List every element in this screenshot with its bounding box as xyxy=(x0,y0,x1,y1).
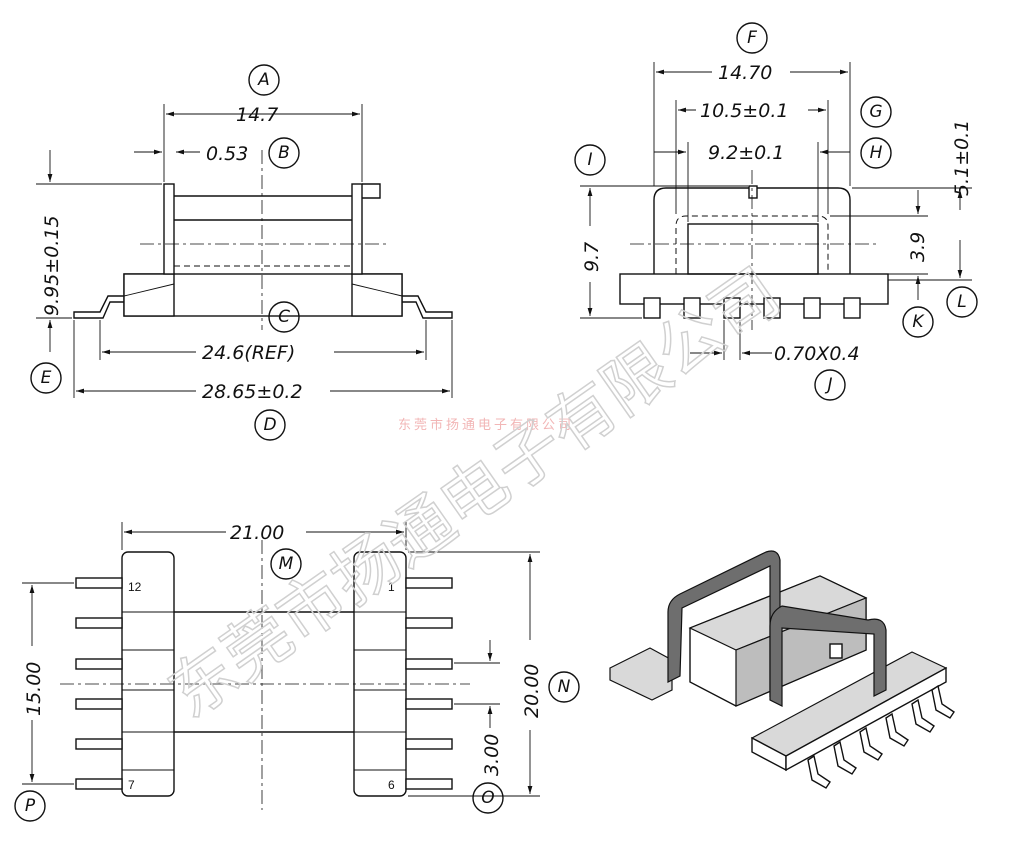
front-pin-left xyxy=(73,295,124,319)
dim-h-tag: H xyxy=(870,143,883,163)
dim-l-tag: L xyxy=(957,292,966,312)
dim-i-tag: I xyxy=(587,150,592,170)
dim-p-tag: P xyxy=(25,796,36,816)
isometric-view xyxy=(609,550,955,789)
dim-9-7-value: 9.7 xyxy=(581,242,603,272)
dim-b-tag: B xyxy=(278,143,290,163)
iso-pins xyxy=(807,684,955,789)
dim-d-tag: D xyxy=(263,415,276,435)
dim-g-value: 10.5±0.1 xyxy=(700,100,788,122)
front-flange-left xyxy=(163,183,175,275)
dim-e-value: 9.95±0.15 xyxy=(41,215,63,316)
dim-j-value: 0.70X0.4 xyxy=(774,343,860,365)
dim-n-value: 20.00 xyxy=(521,664,543,718)
dim-o-tag: O xyxy=(481,788,494,808)
bottom-column-left xyxy=(121,551,175,797)
front-flange-right xyxy=(351,183,363,275)
dim-h-value: 9.2±0.1 xyxy=(708,142,784,164)
pin-label-12: 12 xyxy=(128,580,142,594)
pin-label-1: 1 xyxy=(388,580,395,594)
dim-3-9-value: 3.9 xyxy=(907,232,929,262)
front-foot-right xyxy=(351,273,403,317)
dim-k-tag: K xyxy=(912,312,925,332)
pin-label-6: 6 xyxy=(388,778,395,792)
front-foot-left xyxy=(123,273,175,317)
dim-f-value: 14.70 xyxy=(718,62,772,84)
dim-c-value: 24.6(REF) xyxy=(202,342,295,364)
dim-n-tag: N xyxy=(558,677,571,697)
dim-m-value: 21.00 xyxy=(230,522,284,544)
dim-a-value: 14.7 xyxy=(236,104,278,126)
side-view: 14.70 F 10.5±0.1 G 9.2±0.1 H I 9.7 3.9 xyxy=(574,22,978,401)
dim-5-1-value: 5.1±0.1 xyxy=(951,120,973,196)
front-pin-right xyxy=(402,295,453,319)
dim-o-value: 3.00 xyxy=(481,734,503,776)
bottom-view: 12 1 7 6 21.00 M 20.00 N 3.00 O 15.00 xyxy=(14,522,580,822)
dim-j-tag: J xyxy=(824,375,832,395)
side-pins xyxy=(643,297,861,319)
bottom-column-right xyxy=(353,551,407,797)
dim-p-value: 15.00 xyxy=(23,662,45,716)
dim-f-tag: F xyxy=(747,28,757,48)
bottom-pins-right xyxy=(405,577,453,790)
dim-b-value: 0.53 xyxy=(206,143,248,165)
dim-e-tag: E xyxy=(41,368,52,388)
dim-a-tag: A xyxy=(257,70,270,90)
dim-c-tag: C xyxy=(278,307,290,327)
bottom-pins-left xyxy=(75,577,123,790)
dim-g-tag: G xyxy=(869,102,882,122)
dim-m-tag: M xyxy=(279,554,294,574)
front-view: 14.7 A 0.53 B 9.95±0.15 E C 24.6(REF) 28… xyxy=(30,64,453,441)
watermark-small: 东莞市扬通电子有限公司 xyxy=(398,417,574,433)
dim-d-value: 28.65±0.2 xyxy=(202,381,303,403)
pin-label-7: 7 xyxy=(128,778,135,792)
